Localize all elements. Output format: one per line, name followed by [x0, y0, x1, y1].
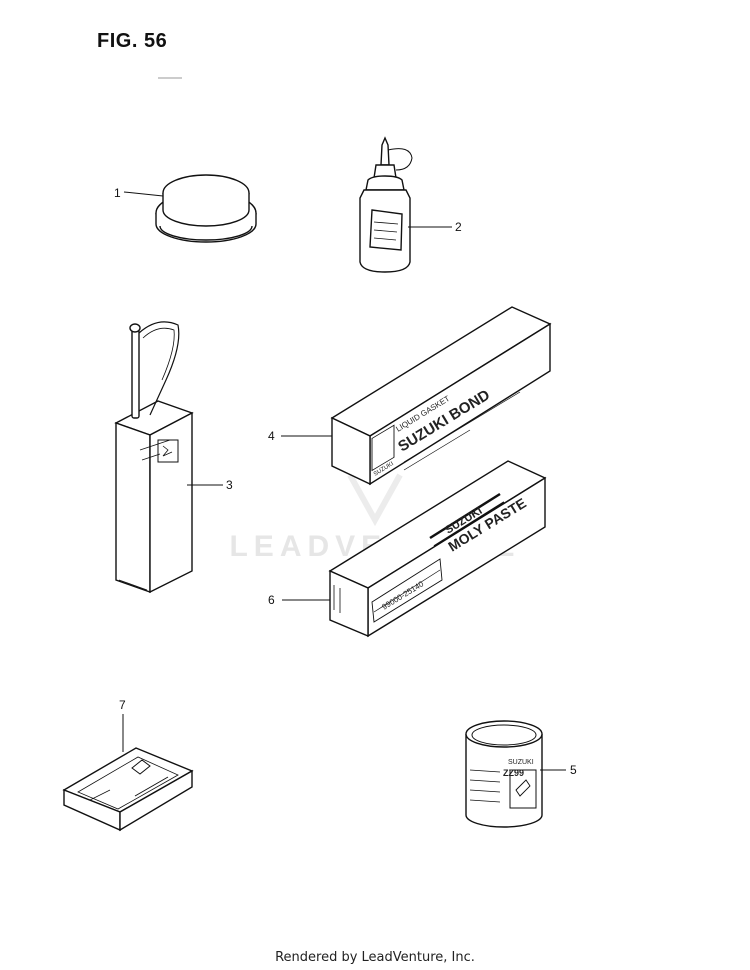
leader-line-1: [123, 191, 164, 197]
footer-credit: Rendered by LeadVenture, Inc.: [275, 950, 475, 965]
part-5-small-can[interactable]: [465, 720, 543, 828]
bond-logo-frame: [371, 424, 395, 472]
callout-1[interactable]: 1: [114, 186, 121, 200]
part-2-bottle[interactable]: [359, 136, 413, 273]
part-3-can[interactable]: [114, 321, 194, 594]
part-7-small-box[interactable]: [62, 747, 194, 832]
part-1-tin[interactable]: [155, 174, 257, 243]
callout-5[interactable]: 5: [570, 763, 577, 777]
can5-brand-text: SUZUKI: [508, 759, 534, 766]
part-4-bond-box[interactable]: [330, 306, 552, 486]
callout-6[interactable]: 6: [268, 593, 275, 607]
callout-3[interactable]: 3: [226, 478, 233, 492]
callout-4[interactable]: 4: [268, 429, 275, 443]
figure-title: FIG. 56: [97, 30, 168, 52]
part-6-paste-box[interactable]: [328, 460, 547, 638]
callout-2[interactable]: 2: [455, 220, 462, 234]
callout-7[interactable]: 7: [119, 698, 126, 712]
can5-code-text: ZZ99: [503, 768, 524, 778]
